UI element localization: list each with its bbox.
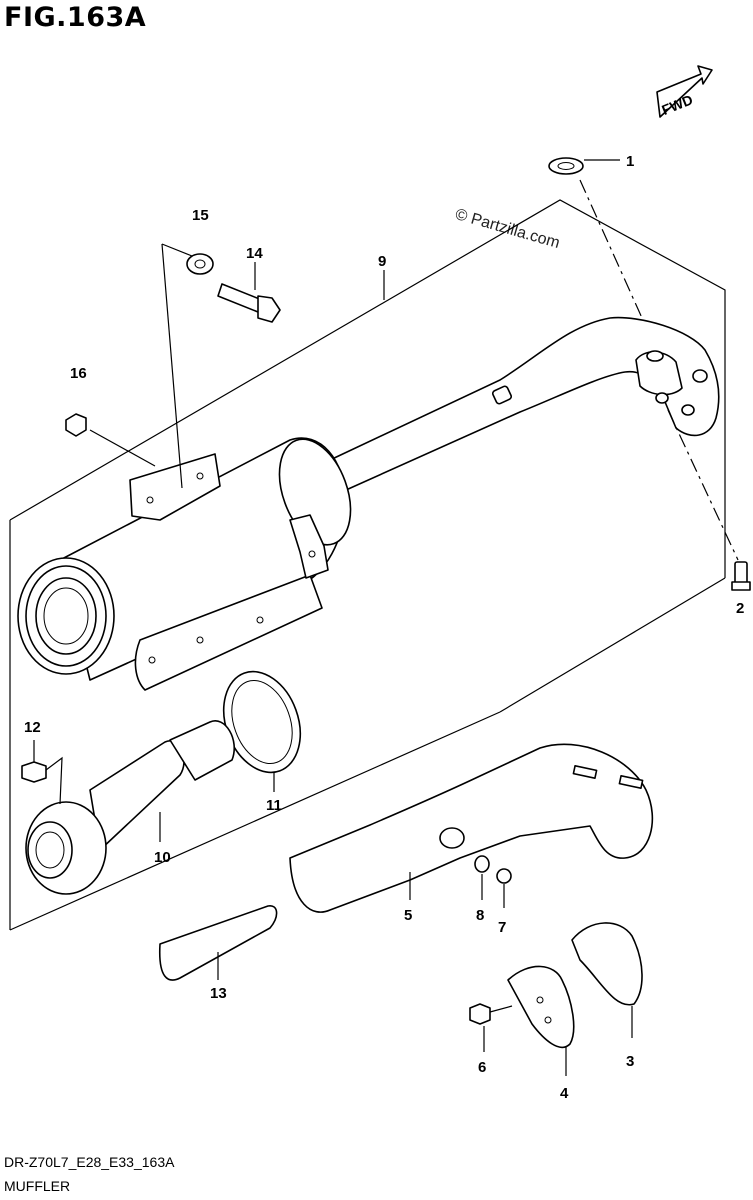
part-8-washer bbox=[474, 855, 490, 900]
part-14-bolt bbox=[217, 262, 281, 323]
section-name: MUFFLER bbox=[4, 1178, 71, 1194]
callout-13: 13 bbox=[210, 985, 227, 1002]
callout-5: 5 bbox=[404, 907, 412, 924]
callout-8: 8 bbox=[476, 907, 484, 924]
part-16-nut bbox=[65, 413, 156, 467]
callout-4: 4 bbox=[560, 1085, 569, 1102]
callout-10: 10 bbox=[154, 849, 171, 866]
diagram-code: DR-Z70L7_E28_E33_163A bbox=[4, 1154, 175, 1170]
callout-14: 14 bbox=[246, 245, 263, 262]
part-9-muffler-pipe bbox=[329, 316, 720, 491]
callout-6: 6 bbox=[478, 1059, 486, 1076]
forward-arrow-icon: FWD bbox=[656, 65, 713, 118]
part-7-screw bbox=[496, 868, 512, 908]
callout-15: 15 bbox=[192, 207, 209, 224]
callout-labels: 1 2 3 4 5 6 7 8 9 10 11 12 13 14 15 16 bbox=[24, 153, 744, 1102]
callout-11: 11 bbox=[266, 797, 282, 814]
part-1-gasket bbox=[548, 157, 620, 175]
part-11-gasket bbox=[222, 670, 302, 792]
part-13-guard bbox=[158, 905, 278, 981]
part-5-muffler-cover bbox=[289, 743, 654, 913]
part-9-muffler-body bbox=[17, 437, 352, 691]
callout-7: 7 bbox=[498, 919, 506, 936]
part-12-bolt bbox=[21, 740, 63, 805]
assembly-frame bbox=[9, 199, 726, 931]
part-6-bolt bbox=[469, 1003, 513, 1052]
callout-3: 3 bbox=[626, 1053, 634, 1070]
callout-2: 2 bbox=[736, 600, 744, 617]
part-3-protector bbox=[571, 922, 643, 1038]
callout-1: 1 bbox=[626, 153, 634, 170]
callout-16: 16 bbox=[70, 365, 87, 382]
part-10-spark-arrester bbox=[25, 720, 235, 895]
figure-title: FIG.163A bbox=[4, 2, 147, 33]
part-2-bolt bbox=[667, 409, 751, 591]
callout-9: 9 bbox=[378, 253, 386, 270]
part-15-washer bbox=[161, 243, 214, 489]
part-4-protector bbox=[507, 965, 575, 1076]
callout-12: 12 bbox=[24, 719, 41, 736]
